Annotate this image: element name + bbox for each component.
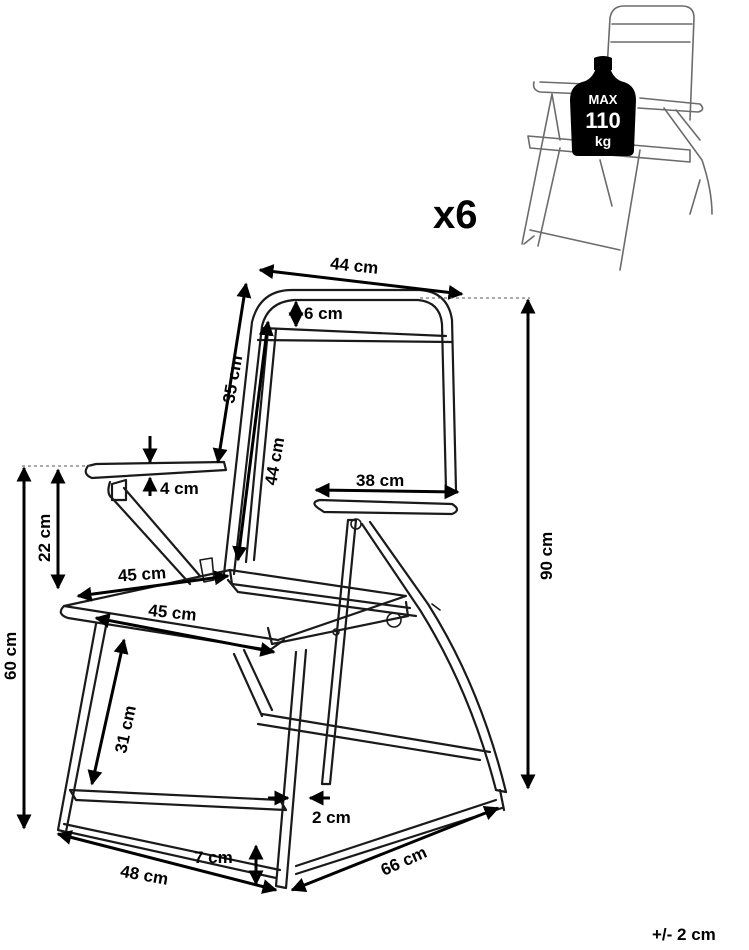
dim-backrest-outer: 35 cm	[219, 354, 246, 405]
dim-armrest-thickness: 4 cm	[160, 479, 199, 498]
dim-base-width: 48 cm	[119, 862, 170, 889]
dim-base-depth: 66 cm	[378, 843, 430, 880]
max-load-badge: MAX 110 kg	[570, 56, 636, 156]
dim-headrest-band: 6 cm	[304, 304, 343, 323]
tolerance-note: +/- 2 cm	[652, 925, 716, 944]
quantity-label: x6	[433, 193, 478, 237]
badge-line2: 110	[585, 108, 621, 133]
dim-armrest-length: 38 cm	[356, 471, 404, 490]
dim-seat-front: 45 cm	[147, 601, 197, 625]
dim-tube-diameter: 2 cm	[312, 808, 351, 827]
dim-seat-height: 60 cm	[1, 632, 20, 680]
thumbnail-chair	[521, 5, 713, 271]
dim-leg-clearance: 31 cm	[111, 704, 140, 755]
dim-seat-rear: 45 cm	[117, 563, 166, 585]
dim-total-height: 90 cm	[537, 532, 556, 580]
dim-top-width: 44 cm	[329, 254, 379, 278]
dim-base-rail: 7 cm	[194, 848, 233, 867]
dimension-lines: 44 cm 6 cm 35 cm 44 cm 4 cm 22 cm 38 cm …	[1, 254, 556, 894]
badge-line1: MAX	[589, 92, 618, 107]
badge-line3: kg	[595, 133, 611, 149]
dim-arm-height: 22 cm	[35, 514, 54, 562]
